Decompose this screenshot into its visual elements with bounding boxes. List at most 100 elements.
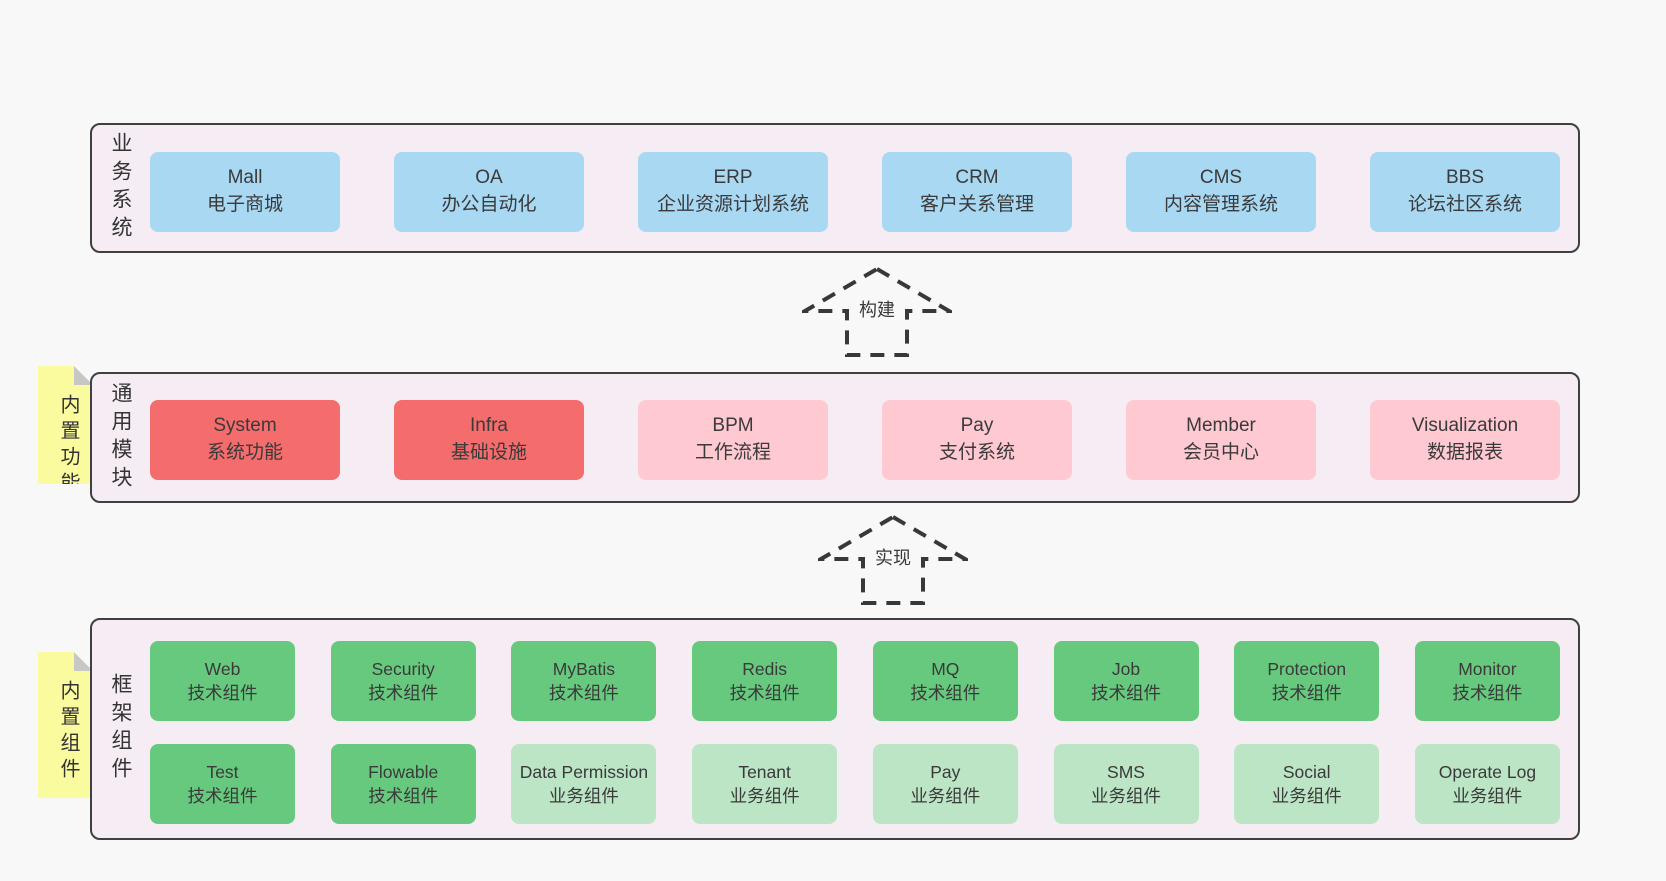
module-box-title: BBS (1445, 167, 1485, 189)
module-box-title: Test (206, 761, 239, 782)
module-box-subtitle: 业务组件 (910, 786, 981, 806)
module-box-tenant: Tenant 业务组件 (692, 744, 838, 824)
module-box-subtitle: 业务组件 (1271, 786, 1342, 806)
module-box-protection: Protection 技术组件 (1234, 641, 1380, 721)
sticky-note-built-in-features: 内置功能 (38, 366, 93, 484)
business-systems-row: Mall 电子商城 OA 办公自动化 ERP 企业资源计划系统 CRM 客户关系管理 CMS 内容… (150, 152, 1560, 232)
module-box-subtitle: 业务组件 (548, 786, 619, 806)
module-box-member: Member 会员中心 (1126, 400, 1316, 480)
module-box-title: Pay (930, 761, 961, 782)
module-box-pay: Pay 业务组件 (872, 744, 1018, 824)
module-box-subtitle: 技术组件 (187, 786, 258, 806)
build-arrow: 构建 (802, 266, 952, 357)
module-box-title: Flowable (368, 761, 439, 782)
module-box-cms: CMS 内容管理系统 (1126, 152, 1316, 232)
module-box-flowable: Flowable 技术组件 (330, 744, 476, 824)
module-box-title: Social (1282, 761, 1331, 782)
module-box-infra: Infra 基础设施 (394, 400, 584, 480)
module-box-title: Operate Log (1438, 761, 1537, 782)
module-box-subtitle: 技术组件 (548, 683, 619, 703)
module-box-oa: OA 办公自动化 (394, 152, 584, 232)
module-box-subtitle: 技术组件 (1271, 683, 1342, 703)
module-box-subtitle: 业务组件 (1091, 786, 1162, 806)
module-box-title: Tenant (738, 761, 791, 782)
module-box-social: Social 业务组件 (1234, 744, 1380, 824)
module-box-subtitle: 办公自动化 (441, 194, 537, 215)
module-box-title: Web (204, 658, 241, 679)
module-box-title: OA (475, 167, 503, 189)
module-box-mall: Mall 电子商城 (150, 152, 340, 232)
build-arrow-label: 构建 (859, 300, 895, 320)
module-box-sms: SMS 业务组件 (1053, 744, 1199, 824)
implement-arrow-label: 实现 (875, 548, 911, 568)
module-box-subtitle: 系统功能 (206, 442, 283, 463)
common-modules-row: System 系统功能 Infra 基础设施 BPM 工作流程 Pay 支付系统 Member 会… (150, 400, 1560, 480)
module-box-title: Member (1186, 415, 1256, 437)
module-box-title: Infra (469, 415, 509, 437)
module-box-title: Monitor (1458, 658, 1517, 679)
module-box-title: Protection (1267, 658, 1347, 679)
sticky-note-built-in-components: 内置组件 (38, 652, 93, 798)
module-box-title: Pay (960, 415, 994, 437)
module-box-mybatis: MyBatis 技术组件 (511, 641, 657, 721)
module-box-redis: Redis 技术组件 (692, 641, 838, 721)
module-box-title: ERP (713, 167, 753, 189)
module-box-subtitle: 技术组件 (368, 683, 439, 703)
module-box-crm: CRM 客户关系管理 (882, 152, 1072, 232)
layer-side-label: 框架组件 (109, 673, 132, 785)
module-box-subtitle: 技术组件 (1091, 683, 1162, 703)
module-box-subtitle: 客户关系管理 (919, 194, 1034, 215)
module-box-security: Security 技术组件 (330, 641, 476, 721)
module-box-subtitle: 内容管理系统 (1163, 194, 1278, 215)
module-box-system: System 系统功能 (150, 400, 340, 480)
module-box-subtitle: 技术组件 (910, 683, 981, 703)
module-box-subtitle: 企业资源计划系统 (656, 194, 809, 215)
module-box-title: CRM (955, 167, 999, 189)
module-box-title: Mall (227, 167, 263, 189)
module-box-bbs: BBS 论坛社区系统 (1370, 152, 1560, 232)
module-box-subtitle: 技术组件 (368, 786, 439, 806)
module-box-mq: MQ 技术组件 (872, 641, 1018, 721)
module-box-title: Job (1111, 658, 1141, 679)
module-box-pay: Pay 支付系统 (882, 400, 1072, 480)
module-box-subtitle: 工作流程 (694, 442, 771, 463)
module-box-title: MQ (931, 658, 960, 679)
sticky-note-label: 内置功能 (57, 394, 79, 498)
module-box-operate-log: Operate Log 业务组件 (1414, 744, 1560, 824)
module-box-subtitle: 技术组件 (187, 683, 258, 703)
module-box-subtitle: 技术组件 (1452, 683, 1523, 703)
module-box-data-permission: Data Permission 业务组件 (511, 744, 657, 824)
module-box-monitor: Monitor 技术组件 (1414, 641, 1560, 721)
module-box-title: Data Permission (519, 761, 649, 782)
module-box-subtitle: 技术组件 (729, 683, 800, 703)
module-box-erp: ERP 企业资源计划系统 (638, 152, 828, 232)
module-box-web: Web 技术组件 (150, 641, 295, 721)
module-box-title: SMS (1107, 761, 1145, 782)
module-box-title: System (213, 415, 277, 437)
module-box-title: CMS (1199, 167, 1243, 189)
module-box-title: Visualization (1411, 415, 1519, 437)
module-box-subtitle: 电子商城 (206, 194, 283, 215)
module-box-subtitle: 业务组件 (1452, 786, 1523, 806)
module-box-subtitle: 基础设施 (450, 442, 527, 463)
dashed-up-arrow-icon (802, 266, 952, 357)
module-box-subtitle: 支付系统 (938, 442, 1015, 463)
module-box-title: BPM (712, 415, 754, 437)
module-box-test: Test 技术组件 (150, 744, 295, 824)
module-box-title: Redis (742, 658, 787, 679)
sticky-note-label: 内置组件 (57, 680, 79, 784)
dashed-up-arrow-icon (818, 514, 968, 605)
module-box-subtitle: 论坛社区系统 (1407, 194, 1522, 215)
module-box-subtitle: 会员中心 (1182, 442, 1259, 463)
module-box-title: Security (371, 658, 435, 679)
module-box-subtitle: 业务组件 (729, 786, 800, 806)
module-box-job: Job 技术组件 (1053, 641, 1199, 721)
module-box-title: MyBatis (552, 658, 616, 679)
layer-common-modules: 通用模块 System 系统功能 Infra 基础设施 BPM 工作流程 Pay 支付系统 Me… (90, 372, 1580, 503)
layer-side-label: 通用模块 (109, 381, 132, 494)
